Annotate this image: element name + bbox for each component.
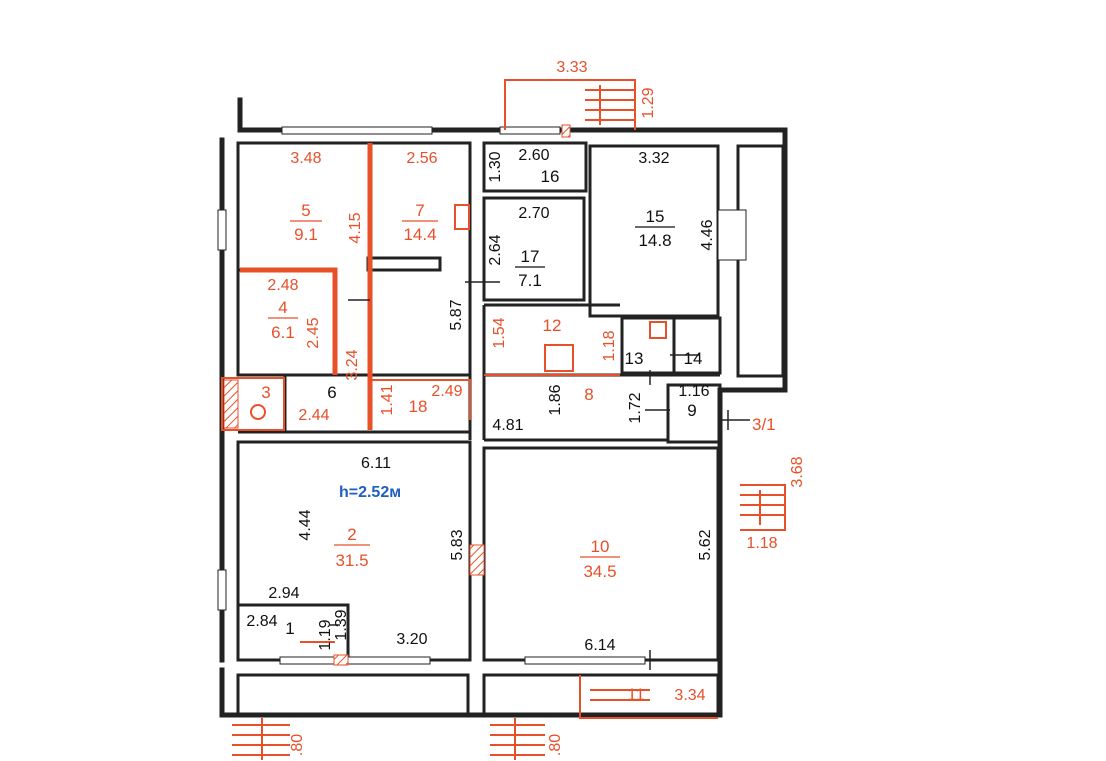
- dim-1-41: 1.41: [379, 384, 396, 415]
- dim-4-44: 4.44: [297, 509, 314, 540]
- room-3-number: 3: [261, 383, 270, 402]
- room-3-1-number: 3/1: [752, 415, 776, 434]
- dim-1-72: 1.72: [627, 392, 644, 423]
- dim-2-56: 2.56: [406, 150, 437, 167]
- room-4-number: 4: [278, 298, 287, 317]
- dim-5-83: 5.83: [449, 529, 466, 560]
- dim-1-86: 1.86: [547, 384, 564, 415]
- dim-6-14: 6.14: [584, 637, 615, 654]
- room-16-number: 16: [541, 167, 560, 186]
- room-10-number: 10: [591, 537, 610, 556]
- dim-3-33: 3.33: [556, 59, 587, 76]
- dim-3-24: 3.24: [344, 349, 361, 380]
- dim-4-46: 4.46: [699, 219, 716, 250]
- room-14-number: 14: [684, 349, 703, 368]
- room-15-number: 15: [646, 207, 665, 226]
- dim-1-18-b: 1.18: [746, 535, 777, 552]
- room-13-number: 13: [625, 349, 644, 368]
- dim-1-29: 1.29: [640, 87, 657, 118]
- room-4-area: 6.1: [271, 323, 295, 342]
- dim-2-70: 2.70: [518, 205, 549, 222]
- dim-1-19: 1.19: [317, 619, 334, 650]
- dim-80-b: .80: [547, 734, 564, 756]
- room-12-number: 12: [543, 316, 562, 335]
- room-17-area: 7.1: [518, 271, 542, 290]
- dimension-labels: 3.33 1.29 3.48 2.56 2.60 1.30 3.32 4.15 …: [246, 59, 806, 756]
- room-18-number: 18: [409, 397, 428, 416]
- dim-1-18-a: 1.18: [601, 330, 618, 361]
- dim-2-45: 2.45: [305, 317, 322, 348]
- room-5-number: 5: [301, 201, 310, 220]
- dim-4-15: 4.15: [347, 212, 364, 243]
- dim-4-81: 4.81: [492, 417, 523, 434]
- dim-2-44: 2.44: [298, 407, 329, 424]
- dim-3-34: 3.34: [674, 687, 705, 704]
- room-1-number: 1: [285, 619, 294, 638]
- room-9-number: 9: [687, 401, 696, 420]
- dim-3-68: 3.68: [789, 456, 806, 487]
- dim-6-11: 6.11: [361, 455, 391, 472]
- room-10-area: 34.5: [583, 562, 616, 581]
- room-2-area: 31.5: [335, 551, 368, 570]
- room-labels: 5 9.1 7 14.4 4 6.1 16 17 7.1 15 14.8 12 …: [261, 167, 775, 704]
- dim-2-48: 2.48: [267, 277, 298, 294]
- ceiling-height-note: h=2.52м: [339, 484, 401, 501]
- dim-2-64: 2.64: [487, 234, 504, 265]
- dim-1-39: 1.39: [333, 609, 350, 640]
- dim-3-32: 3.32: [638, 150, 669, 167]
- dim-80-a: .80: [289, 734, 306, 756]
- dim-2-60: 2.60: [518, 147, 549, 164]
- dim-1-16: 1.16: [678, 383, 709, 400]
- room-7-number: 7: [415, 201, 424, 220]
- dim-3-48: 3.48: [290, 150, 321, 167]
- room-2-number: 2: [347, 525, 356, 544]
- room-6-number: 6: [327, 383, 336, 402]
- dim-1-30: 1.30: [487, 151, 504, 182]
- dim-5-62: 5.62: [697, 529, 714, 560]
- dim-1-54: 1.54: [491, 317, 508, 348]
- dimension-ticks: [330, 281, 750, 670]
- redevelopment-marks: [221, 79, 786, 760]
- windows: [217, 126, 747, 665]
- dim-2-49: 2.49: [431, 383, 462, 400]
- dim-5-87: 5.87: [448, 299, 465, 330]
- room-8-number: 8: [584, 385, 593, 404]
- room-17-number: 17: [521, 247, 540, 266]
- dim-3-20: 3.20: [396, 631, 427, 648]
- dim-2-94: 2.94: [268, 585, 299, 602]
- dim-2-84: 2.84: [246, 613, 277, 630]
- room-7-area: 14.4: [403, 225, 436, 244]
- room-15-area: 14.8: [638, 231, 671, 250]
- room-11-number: 11: [627, 685, 645, 704]
- room-5-area: 9.1: [294, 225, 318, 244]
